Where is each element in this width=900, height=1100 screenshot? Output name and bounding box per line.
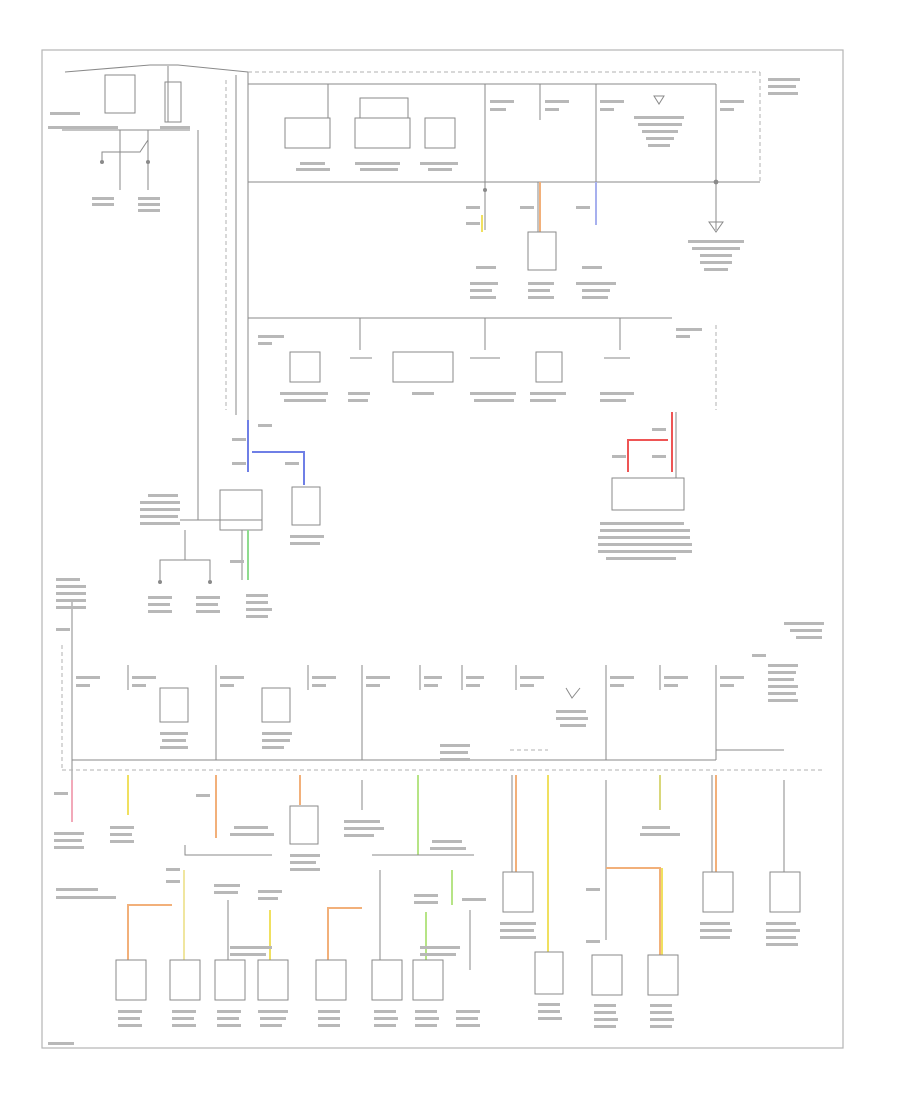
ignition-relay-area bbox=[140, 420, 324, 618]
diagram-frame bbox=[41, 49, 844, 1049]
battery-box bbox=[104, 74, 136, 114]
right-module-area bbox=[598, 412, 692, 560]
battery-ignition-area bbox=[48, 64, 249, 480]
middle-bus bbox=[248, 317, 717, 410]
legend-line-1 bbox=[56, 888, 98, 891]
upper-fuse-box bbox=[248, 71, 800, 271]
upper-load-branches bbox=[466, 182, 616, 299]
legend-line-2 bbox=[56, 896, 116, 899]
diagram-footer-code bbox=[48, 1042, 74, 1045]
lower-load-branches bbox=[54, 775, 801, 1028]
ignition-switch-box bbox=[164, 81, 182, 123]
lower-fuse-box bbox=[56, 578, 824, 780]
